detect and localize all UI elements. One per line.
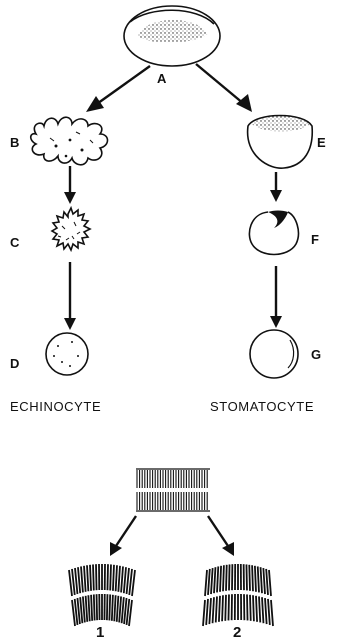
label-e: E bbox=[317, 135, 326, 150]
caption-echinocyte: ECHINOCYTE bbox=[10, 399, 101, 414]
number-1: 1 bbox=[96, 624, 104, 641]
spherocyte-g bbox=[250, 330, 298, 378]
arrow-bilayer-to-2 bbox=[208, 516, 234, 556]
label-g: G bbox=[311, 347, 321, 362]
arrow-b-to-c bbox=[64, 166, 76, 204]
arrow-a-to-e bbox=[196, 64, 252, 112]
arrow-e-to-f bbox=[270, 172, 282, 202]
echinocyte-stage-c bbox=[52, 208, 90, 250]
curved-bilayer-1 bbox=[69, 564, 135, 626]
label-d: D bbox=[10, 356, 19, 371]
arrow-bilayer-to-1 bbox=[110, 516, 136, 556]
number-2: 2 bbox=[233, 624, 241, 641]
arrow-f-to-g bbox=[270, 266, 282, 328]
stomatocyte-stage-f bbox=[249, 211, 298, 255]
caption-stomatocyte: STOMATOCYTE bbox=[210, 399, 314, 414]
label-f: F bbox=[311, 232, 319, 247]
stomatocyte-stage-e bbox=[248, 116, 313, 169]
echinocyte-stage-b bbox=[31, 117, 108, 165]
arrow-c-to-d bbox=[64, 262, 76, 330]
flat-bilayer bbox=[136, 469, 210, 511]
arrow-a-to-b bbox=[86, 66, 150, 112]
discocyte-a bbox=[124, 6, 220, 66]
label-b: B bbox=[10, 135, 19, 150]
label-c: C bbox=[10, 235, 20, 250]
label-a: A bbox=[157, 71, 167, 86]
spherocyte-d bbox=[46, 333, 88, 375]
curved-bilayer-2 bbox=[203, 564, 273, 626]
